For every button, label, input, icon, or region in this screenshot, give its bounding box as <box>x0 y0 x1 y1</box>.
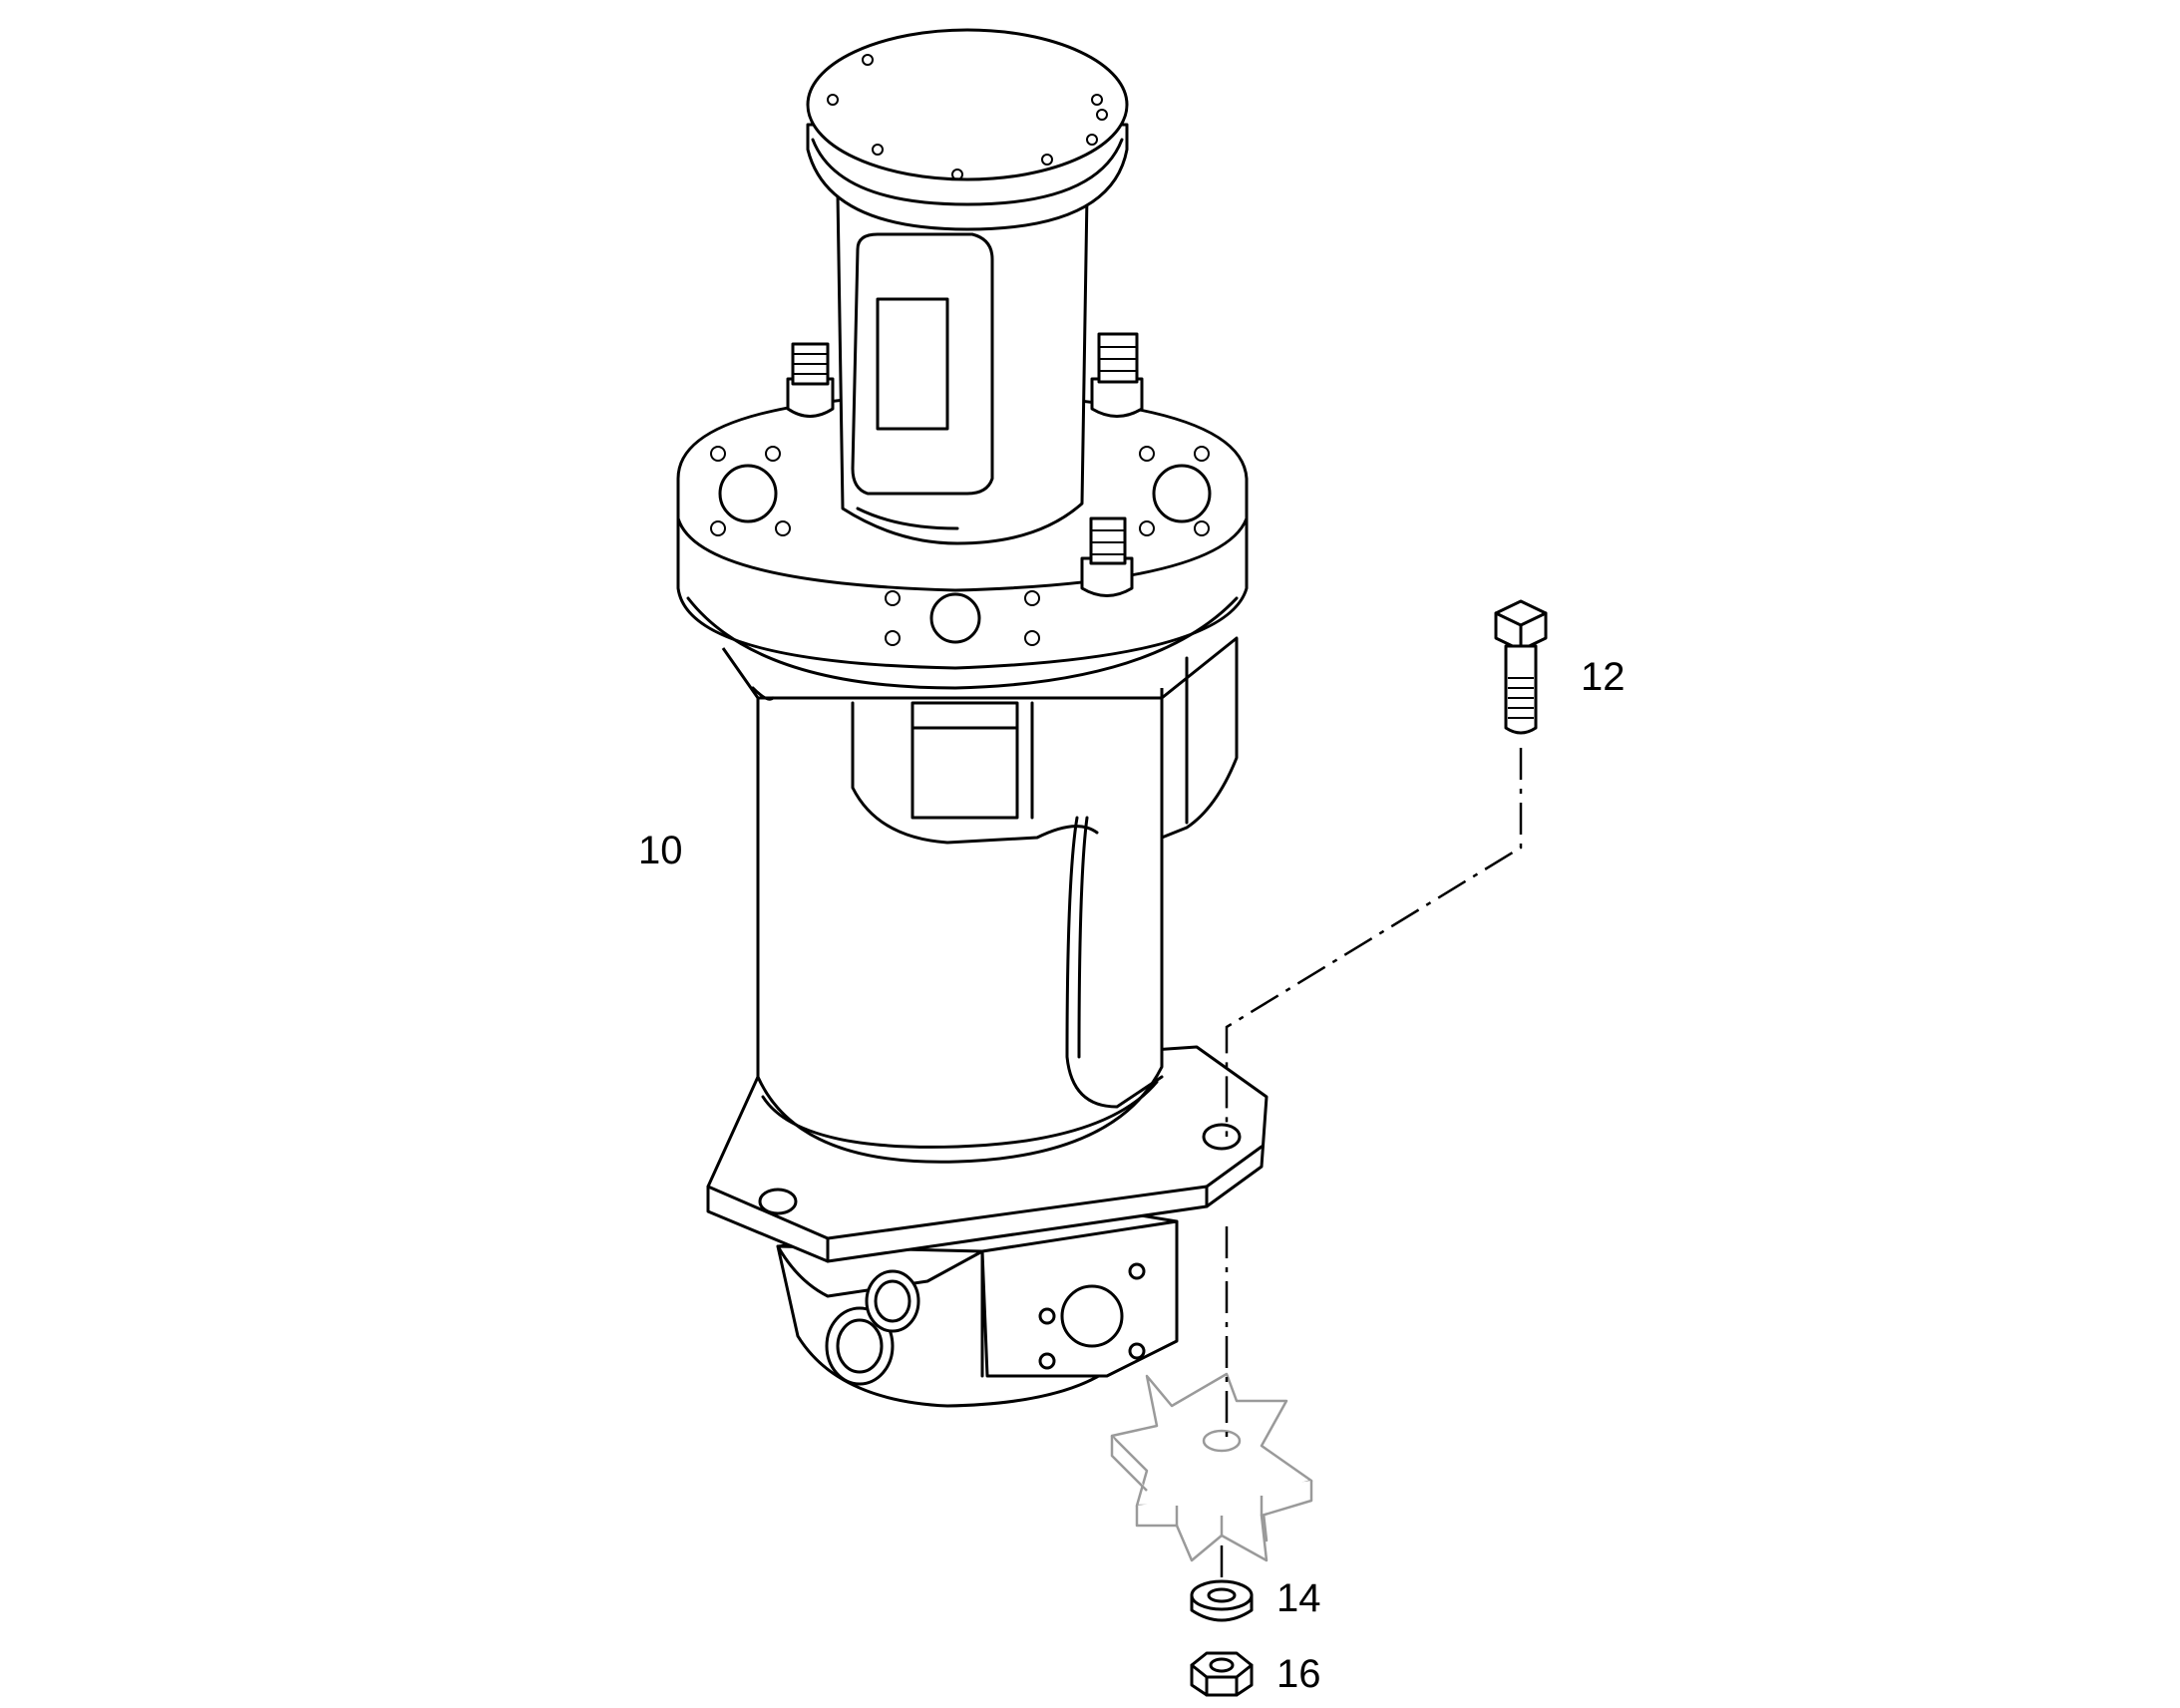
callout-washer: 14 <box>1276 1576 1321 1620</box>
cylinder-housing <box>721 636 1239 1164</box>
drive-unit-assembly <box>676 28 1269 1408</box>
motor-neck <box>836 192 1089 545</box>
phantom-pinion-outline <box>1110 1372 1313 1562</box>
flange-stud-left <box>786 342 835 418</box>
callout-nut: 16 <box>1276 1652 1321 1696</box>
washer <box>1190 1579 1254 1622</box>
callout-main-unit: 10 <box>638 829 683 872</box>
flange-stud-right <box>1090 332 1144 418</box>
top-cover <box>806 28 1129 231</box>
assembly-centerline <box>1220 748 1523 1580</box>
flange-stud-front <box>1080 516 1134 597</box>
hex-bolt <box>1494 599 1548 735</box>
hex-nut <box>1190 1651 1254 1697</box>
callout-bolt: 12 <box>1581 655 1626 699</box>
port-block <box>776 1209 1179 1408</box>
